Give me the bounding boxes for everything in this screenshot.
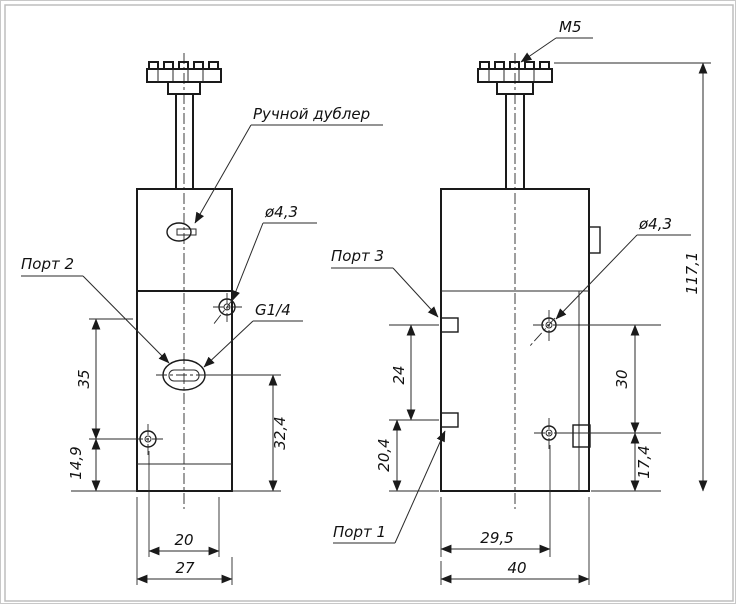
dim-14-9-label: 14,9 xyxy=(67,446,85,479)
dim-117-1: 117,1 xyxy=(554,62,711,492)
leader-port2: Порт 2 xyxy=(21,255,170,364)
dim-27: 27 xyxy=(136,497,233,585)
dim-17-4-label: 17,4 xyxy=(635,445,653,478)
m5-label: M5 xyxy=(559,18,582,36)
manual-knob-right xyxy=(477,61,553,95)
dim-24-label: 24 xyxy=(390,365,408,384)
left-view: Ручной дублер ø4,3 Порт 2 G1/4 35 xyxy=(21,53,383,585)
dim-27-label: 27 xyxy=(175,559,195,577)
leader-m5: M5 xyxy=(520,18,593,63)
dim-30: 30 xyxy=(557,324,661,434)
dim-14-9: 14,9 xyxy=(67,438,137,492)
right-view: M5 ø4,3 Порт 3 Порт 1 24 xyxy=(331,18,711,585)
dim-40: 40 xyxy=(440,497,590,585)
manual-override-label: Ручной дублер xyxy=(253,105,370,123)
dim-35-label: 35 xyxy=(75,369,93,388)
dim-29-5: 29,5 xyxy=(440,445,551,557)
leader-port1: Порт 1 xyxy=(333,430,446,544)
leader-g14: G1/4 xyxy=(203,301,303,368)
port3-label: Порт 3 xyxy=(331,247,384,265)
port3-opening xyxy=(440,317,459,333)
dim-32-4: 32,4 xyxy=(207,374,289,492)
dim-17-4: 17,4 xyxy=(591,432,661,492)
leader-port3: Порт 3 xyxy=(331,247,439,318)
leader-manual-override: Ручной дублер xyxy=(194,105,383,224)
hole-dia43-right xyxy=(528,310,566,348)
dim-29-5-label: 29,5 xyxy=(480,529,513,547)
dim-32-4-label: 32,4 xyxy=(271,416,289,449)
dim-20: 20 xyxy=(148,451,220,557)
leader-dia43-right: ø4,3 xyxy=(555,215,691,320)
side-boss xyxy=(588,226,601,254)
port1-label: Порт 1 xyxy=(333,523,386,541)
dim-40-label: 40 xyxy=(507,559,526,577)
dim-20-label: 20 xyxy=(174,531,193,549)
port2-g14-oval xyxy=(156,359,213,391)
bottom-boss xyxy=(572,424,591,448)
port2-label: Порт 2 xyxy=(21,255,74,273)
dia43-right-label: ø4,3 xyxy=(638,215,672,233)
dim-117-1-label: 117,1 xyxy=(683,252,701,295)
dim-20-4: 20,4 xyxy=(375,419,439,492)
dim-35: 35 xyxy=(75,318,140,440)
body-right xyxy=(440,188,590,492)
dim-30-label: 30 xyxy=(613,369,631,388)
body-lower-left xyxy=(136,290,233,492)
leader-dia43-left: ø4,3 xyxy=(212,203,317,326)
manual-override-slot xyxy=(166,222,197,242)
manual-knob-left xyxy=(146,61,222,95)
dia43-left-label: ø4,3 xyxy=(264,203,298,221)
port1-opening xyxy=(440,412,459,428)
sheet-frame xyxy=(4,4,734,602)
dim-20-4-label: 20,4 xyxy=(375,438,393,471)
g14-label: G1/4 xyxy=(255,301,291,319)
